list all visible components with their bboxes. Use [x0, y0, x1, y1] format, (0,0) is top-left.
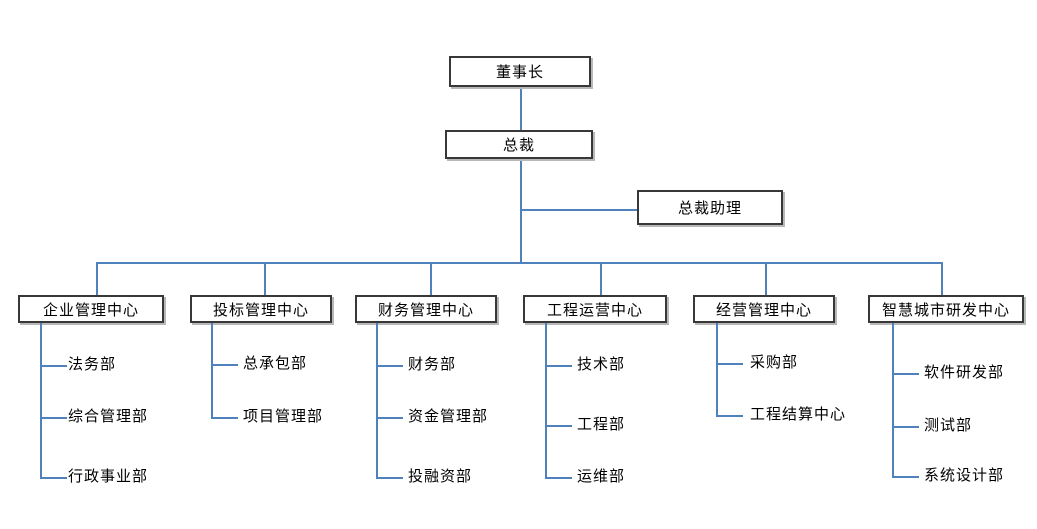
connector-line [264, 262, 266, 295]
connector-line [211, 364, 238, 366]
connector-line [211, 323, 213, 417]
dept-label: 总承包部 [243, 355, 308, 372]
connector-line [96, 262, 943, 264]
dept-label: 工程部 [577, 416, 626, 433]
dept-label: 项目管理部 [243, 408, 324, 425]
connector-line [40, 365, 67, 367]
connector-line [941, 262, 943, 295]
connector-line [716, 323, 718, 415]
connector-line [376, 323, 378, 477]
connector-line [520, 87, 522, 130]
dept-label: 工程结算中心 [750, 406, 847, 423]
connector-line [40, 417, 67, 419]
node-center-business-management: 经营管理中心 [693, 295, 835, 323]
dept-label: 采购部 [750, 354, 799, 371]
connector-line [765, 262, 767, 295]
node-president: 总裁 [445, 130, 593, 159]
node-center-finance-management: 财务管理中心 [355, 295, 497, 323]
node-center-enterprise-management: 企业管理中心 [18, 295, 164, 323]
connector-line [376, 417, 403, 419]
dept-label: 软件研发部 [924, 364, 1005, 381]
dept-label: 投融资部 [408, 468, 473, 485]
connector-line [892, 426, 919, 428]
connector-line [545, 425, 572, 427]
connector-line [96, 262, 98, 295]
dept-label: 运维部 [577, 468, 626, 485]
connector-line [40, 477, 67, 479]
dept-label: 测试部 [924, 417, 973, 434]
connector-line [600, 262, 602, 295]
dept-label: 系统设计部 [924, 467, 1005, 484]
dept-label: 行政事业部 [68, 468, 149, 485]
connector-line [545, 477, 572, 479]
node-center-smart-city-rd: 智慧城市研发中心 [868, 295, 1024, 323]
node-chairman: 董事长 [449, 56, 591, 87]
connector-line [545, 323, 547, 477]
dept-label: 综合管理部 [68, 408, 149, 425]
dept-label: 技术部 [577, 356, 626, 373]
connector-line [211, 417, 238, 419]
dept-label: 资金管理部 [408, 408, 489, 425]
connector-line [520, 159, 522, 263]
connector-line [892, 373, 919, 375]
connector-line [376, 365, 403, 367]
connector-line [430, 262, 432, 295]
connector-line [892, 323, 894, 476]
connector-line [716, 415, 743, 417]
node-center-bidding-management: 投标管理中心 [190, 295, 332, 323]
connector-line [545, 365, 572, 367]
node-center-engineering-operations: 工程运营中心 [523, 295, 667, 323]
connector-line [40, 323, 42, 477]
connector-line [520, 209, 637, 211]
dept-label: 法务部 [68, 356, 117, 373]
connector-line [716, 363, 743, 365]
connector-line [892, 476, 919, 478]
connector-line [376, 477, 403, 479]
node-president-assistant: 总裁助理 [637, 190, 783, 225]
dept-label: 财务部 [408, 356, 457, 373]
